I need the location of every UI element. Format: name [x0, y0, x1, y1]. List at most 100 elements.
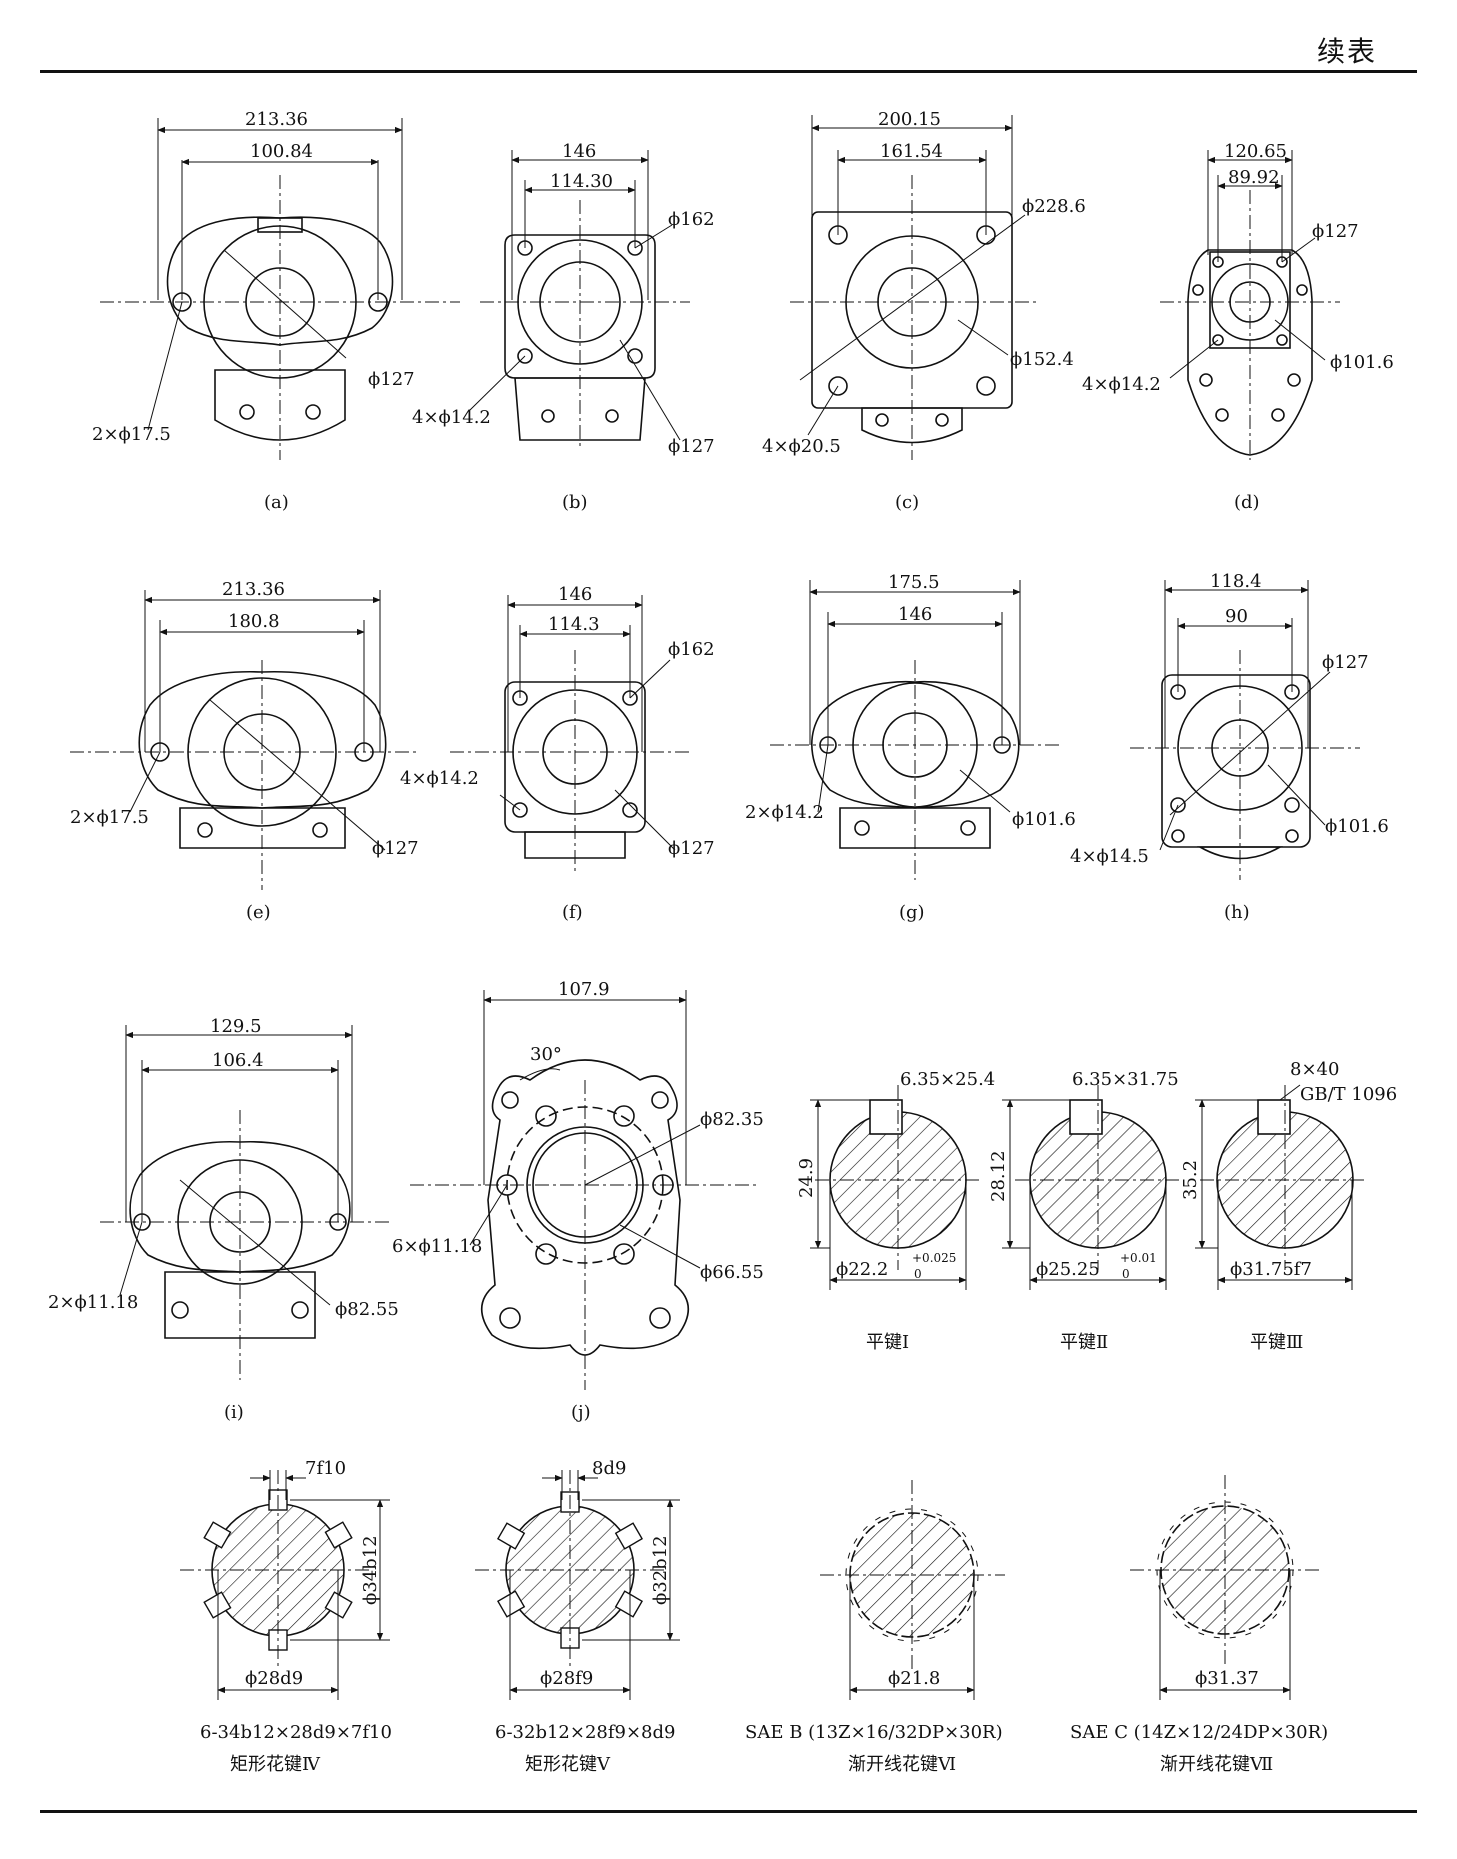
dim-g-inner: 146 — [898, 604, 932, 625]
dim-j-width: 107.9 — [558, 979, 610, 1000]
bottom-rule — [40, 1810, 1417, 1813]
figure-e: 213.36 180.8 2×ϕ17.5 ϕ127 (e) — [70, 579, 420, 923]
key-2-size: 6.35×31.75 — [1072, 1069, 1179, 1090]
spline-5-width: 8d9 — [592, 1458, 626, 1479]
dim-b-outer: 146 — [562, 141, 596, 162]
figure-d: 120.65 89.92 ϕ127 4×ϕ14.2 ϕ101.6 (d) — [1082, 141, 1394, 513]
dim-b-bolt-circle: ϕ162 — [668, 209, 715, 230]
key-2-height: 28.12 — [988, 1150, 1009, 1202]
key-2-tol-lower: 0 — [1122, 1267, 1130, 1281]
spline-5: 8d9 ϕ32b12 ϕ28f9 6-32b12×28f9×8d9 矩形花键Ⅴ — [475, 1458, 680, 1775]
dim-h-inner: 90 — [1225, 606, 1248, 627]
key-shaft-2: 6.35×31.75 28.12 ϕ25.25 +0.01 0 平键Ⅱ — [988, 1069, 1180, 1353]
caption-f: (f) — [562, 902, 583, 923]
dim-d-outer: 120.65 — [1224, 141, 1287, 162]
spline-4-outer: ϕ34b12 — [360, 1535, 381, 1605]
key-2-label: 平键Ⅱ — [1060, 1332, 1108, 1353]
dim-j-holes: 6×ϕ11.18 — [392, 1236, 482, 1257]
page-header-title: 续表 — [1316, 35, 1377, 68]
key-1-height: 24.9 — [796, 1158, 817, 1198]
spline-6: ϕ21.8 SAE B (13Z×16/32DP×30R) 渐开线花键Ⅵ — [745, 1480, 1005, 1775]
dim-h-pilot: ϕ101.6 — [1325, 816, 1389, 837]
spline-6-label: 渐开线花键Ⅵ — [848, 1754, 956, 1775]
figure-i: 129.5 106.4 2×ϕ11.18 ϕ82.55 (i) — [48, 1016, 399, 1423]
dim-j-bolt-circle: ϕ82.35 — [700, 1109, 764, 1130]
figure-h: 118.4 90 ϕ127 ϕ101.6 4×ϕ14.5 (h) — [1070, 571, 1389, 923]
figure-b: 146 114.30 ϕ162 4×ϕ14.2 ϕ127 (b) — [412, 141, 715, 513]
key-1-tol-lower: 0 — [914, 1267, 922, 1281]
dim-f-inner: 114.3 — [548, 614, 600, 635]
key-1-label: 平键Ⅰ — [866, 1332, 909, 1353]
key-2-dia: ϕ25.25 — [1036, 1259, 1100, 1280]
spline-5-spec: 6-32b12×28f9×8d9 — [495, 1722, 675, 1743]
dim-i-pilot: ϕ82.55 — [335, 1299, 399, 1320]
spline-5-outer: ϕ32b12 — [650, 1535, 671, 1605]
spline-7-spec: SAE C (14Z×12/24DP×30R) — [1070, 1722, 1328, 1743]
dim-b-pilot: ϕ127 — [668, 436, 715, 457]
dim-d-inner: 89.92 — [1228, 167, 1280, 188]
caption-i: (i) — [224, 1402, 244, 1423]
key-3-height: 35.2 — [1180, 1160, 1201, 1200]
key-3-size: 8×40 — [1290, 1059, 1339, 1080]
dim-f-bolt-circle: ϕ162 — [668, 639, 715, 660]
dim-b-holes: 4×ϕ14.2 — [412, 407, 491, 428]
spline-5-label: 矩形花键Ⅴ — [525, 1754, 611, 1775]
dim-e-holes: 2×ϕ17.5 — [70, 807, 149, 828]
key-3-std: GB/T 1096 — [1300, 1084, 1397, 1105]
figure-g: 175.5 146 2×ϕ14.2 ϕ101.6 (g) — [745, 572, 1076, 923]
top-rule — [40, 70, 1417, 73]
spline-6-dia: ϕ21.8 — [888, 1668, 940, 1689]
dim-f-outer: 146 — [558, 584, 592, 605]
caption-h: (h) — [1224, 902, 1250, 923]
figure-f: 146 114.3 ϕ162 4×ϕ14.2 ϕ127 (f) — [400, 584, 715, 923]
caption-b: (b) — [562, 492, 588, 513]
key-1-size: 6.35×25.4 — [900, 1069, 995, 1090]
dim-j-angle: 30° — [530, 1044, 562, 1065]
spline-6-spec: SAE B (13Z×16/32DP×30R) — [745, 1722, 1003, 1743]
spline-4-spec: 6-34b12×28d9×7f10 — [200, 1722, 392, 1743]
dim-h-bolt-circle: ϕ127 — [1322, 652, 1369, 673]
caption-d: (d) — [1234, 492, 1260, 513]
dim-e-pilot: ϕ127 — [372, 838, 419, 859]
caption-g: (g) — [899, 902, 925, 923]
dim-a-outer: 213.36 — [245, 109, 308, 130]
dim-g-pilot: ϕ101.6 — [1012, 809, 1076, 830]
dim-g-outer: 175.5 — [888, 572, 940, 593]
key-3-dia: ϕ31.75f7 — [1230, 1259, 1312, 1280]
figure-c: 200.15 161.54 ϕ228.6 ϕ152.4 4×ϕ20.5 (c) — [762, 109, 1086, 513]
key-3-label: 平键Ⅲ — [1250, 1332, 1303, 1353]
caption-c: (c) — [895, 492, 919, 513]
dim-d-holes: 4×ϕ14.2 — [1082, 374, 1161, 395]
key-1-tol-upper: +0.025 — [912, 1251, 956, 1265]
dim-j-pilot: ϕ66.55 — [700, 1262, 764, 1283]
caption-e: (e) — [246, 902, 271, 923]
spline-4-inner: ϕ28d9 — [245, 1668, 303, 1689]
spline-4-label: 矩形花键Ⅳ — [230, 1754, 321, 1775]
caption-a: (a) — [264, 492, 289, 513]
key-shaft-3: 8×40 GB/T 1096 35.2 ϕ31.75f7 平键Ⅲ — [1180, 1059, 1397, 1353]
dim-a-holes: 2×ϕ17.5 — [92, 424, 171, 445]
dim-c-outer: 200.15 — [878, 109, 941, 130]
figure-a: 213.36 100.84 ϕ127 2×ϕ17.5 (a) — [92, 109, 460, 513]
dim-i-outer: 129.5 — [210, 1016, 262, 1037]
figure-j: 107.9 30° ϕ82.35 6×ϕ11.18 ϕ66.55 (j) — [392, 979, 764, 1423]
spline-4: 7f10 ϕ34b12 ϕ28d9 6-34b12×28d9×7f10 矩形花键… — [180, 1458, 392, 1775]
dim-a-inner: 100.84 — [250, 141, 313, 162]
key-shaft-1: 6.35×25.4 24.9 ϕ22.2 +0.025 0 平键Ⅰ — [796, 1069, 995, 1353]
dim-c-holes: 4×ϕ20.5 — [762, 436, 841, 457]
dim-c-pilot: ϕ152.4 — [1010, 349, 1074, 370]
key-1-dia: ϕ22.2 — [836, 1259, 888, 1280]
dim-d-bolt-circle: ϕ127 — [1312, 221, 1359, 242]
dim-g-holes: 2×ϕ14.2 — [745, 802, 824, 823]
dim-e-inner: 180.8 — [228, 611, 280, 632]
spline-7-label: 渐开线花键Ⅶ — [1160, 1754, 1273, 1775]
dim-e-outer: 213.36 — [222, 579, 285, 600]
spline-4-width: 7f10 — [305, 1458, 346, 1479]
spline-7: ϕ31.37 SAE C (14Z×12/24DP×30R) 渐开线花键Ⅶ — [1070, 1475, 1328, 1775]
dim-a-pilot: ϕ127 — [368, 369, 415, 390]
dim-c-bolt-circle: ϕ228.6 — [1022, 196, 1086, 217]
caption-j: (j) — [571, 1402, 591, 1423]
dim-f-pilot: ϕ127 — [668, 838, 715, 859]
dim-b-inner: 114.30 — [550, 171, 613, 192]
